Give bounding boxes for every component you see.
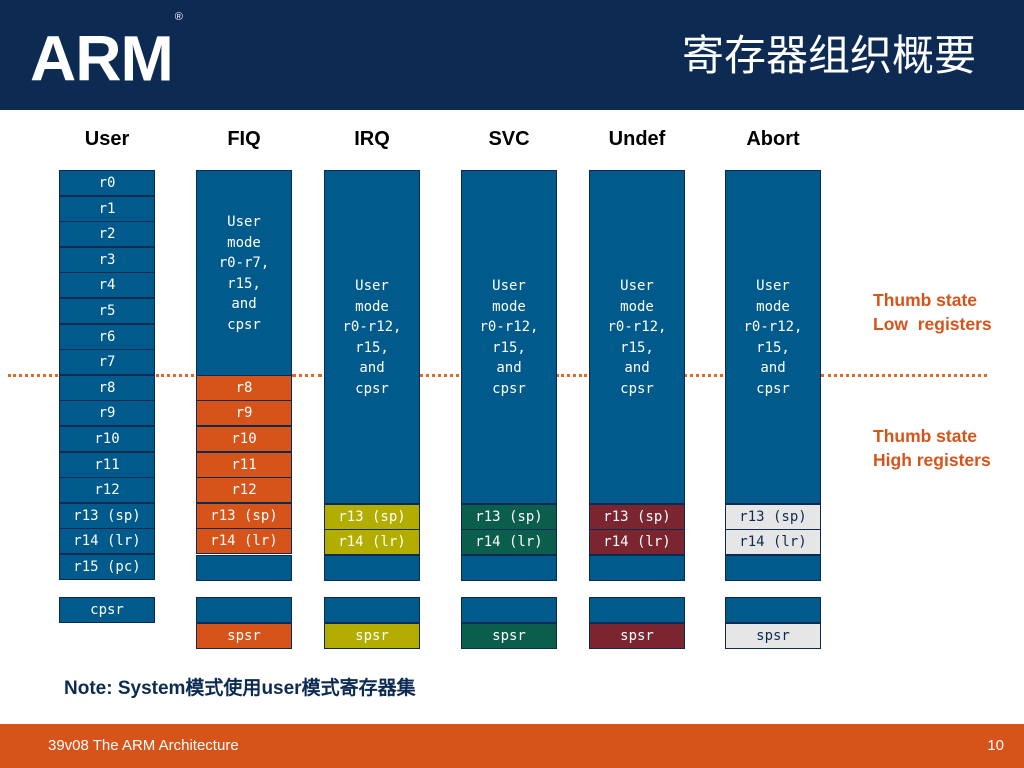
system-mode-note: Note: System模式使用user模式寄存器集: [64, 673, 416, 700]
abort-shared-label: User mode r0-r12, r15, and cpsr: [743, 278, 803, 397]
fiq-banked-register: r8: [196, 374, 292, 401]
svc-spsr: spsr: [461, 623, 557, 649]
user-register: r5: [59, 298, 155, 324]
column-header-user: User: [84, 128, 130, 150]
user-register: r13 (sp): [59, 502, 155, 529]
thumb-divider-line: [8, 374, 58, 377]
fiq-cpsr-placeholder: [196, 597, 292, 623]
irq-cpsr-placeholder: [324, 597, 420, 623]
fiq-shared-label: User mode r0-r7, r15, and cpsr: [218, 214, 270, 333]
fiq-shared-block: [196, 170, 292, 376]
undef-spsr: spsr: [589, 623, 685, 649]
column-header-svc: SVC: [488, 128, 530, 150]
column-header-irq: IRQ: [354, 128, 390, 150]
user-register: r9: [59, 400, 155, 427]
irq-r13-sp: r13 (sp): [324, 504, 420, 530]
user-register: r6: [59, 323, 155, 350]
undef-r14-lr: r14 (lr): [589, 529, 685, 555]
svc-shared-label: User mode r0-r12, r15, and cpsr: [479, 278, 539, 397]
note-user: user: [261, 678, 302, 699]
column-header-undef: Undef: [608, 128, 666, 150]
user-register: r11: [59, 451, 155, 478]
thumb-divider-line: [420, 374, 459, 377]
abort-empty-row: [725, 555, 821, 581]
slide-title: 寄存器组织概要: [681, 31, 976, 80]
irq-empty-row: [324, 555, 420, 581]
undef-empty-row: [589, 555, 685, 581]
abort-cpsr-placeholder: [725, 597, 821, 623]
abort-r14-lr: r14 (lr): [725, 529, 821, 555]
fiq-banked-register: r13 (sp): [196, 502, 292, 529]
slide-footer: 39v08 The ARM Architecture 10: [0, 724, 1024, 768]
user-register: r12: [59, 477, 155, 504]
column-header-fiq: FIQ: [227, 128, 261, 150]
thumb-high-registers-label: Thumb state High registers: [873, 426, 991, 470]
fiq-banked-register: r9: [196, 400, 292, 427]
footer-course-label: 39v08 The ARM Architecture: [48, 737, 239, 754]
page-number: 10: [987, 737, 1004, 754]
user-register: r0: [59, 170, 155, 196]
slide-header: ARM® 寄存器组织概要: [0, 0, 1024, 110]
undef-shared-block: [589, 170, 685, 504]
fiq-banked-register: r12: [196, 477, 292, 504]
thumb-divider-line: [684, 374, 723, 377]
irq-spsr: spsr: [324, 623, 420, 649]
thumb-divider-line: [821, 374, 987, 377]
thumb-divider-line: [156, 374, 194, 377]
svc-empty-row: [461, 555, 557, 581]
svc-cpsr-placeholder: [461, 597, 557, 623]
note-prefix: Note: System: [64, 678, 186, 699]
svc-r14-lr: r14 (lr): [461, 529, 557, 555]
user-register: r7: [59, 349, 155, 376]
abort-r13-sp: r13 (sp): [725, 504, 821, 530]
user-register: r8: [59, 374, 155, 401]
irq-shared-block: [324, 170, 420, 504]
note-mid1: 模式使用: [185, 677, 262, 699]
irq-r14-lr: r14 (lr): [324, 529, 420, 555]
user-register: r14 (lr): [59, 528, 155, 555]
abort-spsr: spsr: [725, 623, 821, 649]
arm-logo-text: ARM: [30, 22, 174, 95]
note-mid2: 模式寄存器集: [301, 677, 416, 699]
user-register: r10: [59, 426, 155, 452]
user-register: r1: [59, 195, 155, 222]
fiq-banked-register: r11: [196, 451, 292, 478]
abort-shared-block: [725, 170, 821, 504]
svc-r13-sp: r13 (sp): [461, 504, 557, 530]
fiq-empty-row: [196, 555, 292, 581]
column-header-abort: Abort: [746, 128, 800, 150]
irq-shared-label: User mode r0-r12, r15, and cpsr: [342, 278, 402, 397]
fiq-spsr: spsr: [196, 623, 292, 649]
undef-shared-label: User mode r0-r12, r15, and cpsr: [607, 278, 667, 397]
undef-r13-sp: r13 (sp): [589, 504, 685, 530]
user-register: r2: [59, 221, 155, 248]
thumb-low-registers-label: Thumb state Low registers: [873, 290, 992, 334]
svc-shared-block: [461, 170, 557, 504]
user-cpsr: cpsr: [59, 597, 155, 623]
fiq-banked-register: r10: [196, 426, 292, 452]
user-register: r4: [59, 272, 155, 299]
thumb-divider-line: [556, 374, 587, 377]
arm-logo: ARM®: [30, 11, 183, 95]
user-register: r15 (pc): [59, 554, 155, 580]
registered-mark: ®: [174, 11, 183, 23]
undef-cpsr-placeholder: [589, 597, 685, 623]
user-register: r3: [59, 246, 155, 273]
fiq-banked-register: r14 (lr): [196, 528, 292, 555]
thumb-divider-line: [292, 374, 322, 377]
